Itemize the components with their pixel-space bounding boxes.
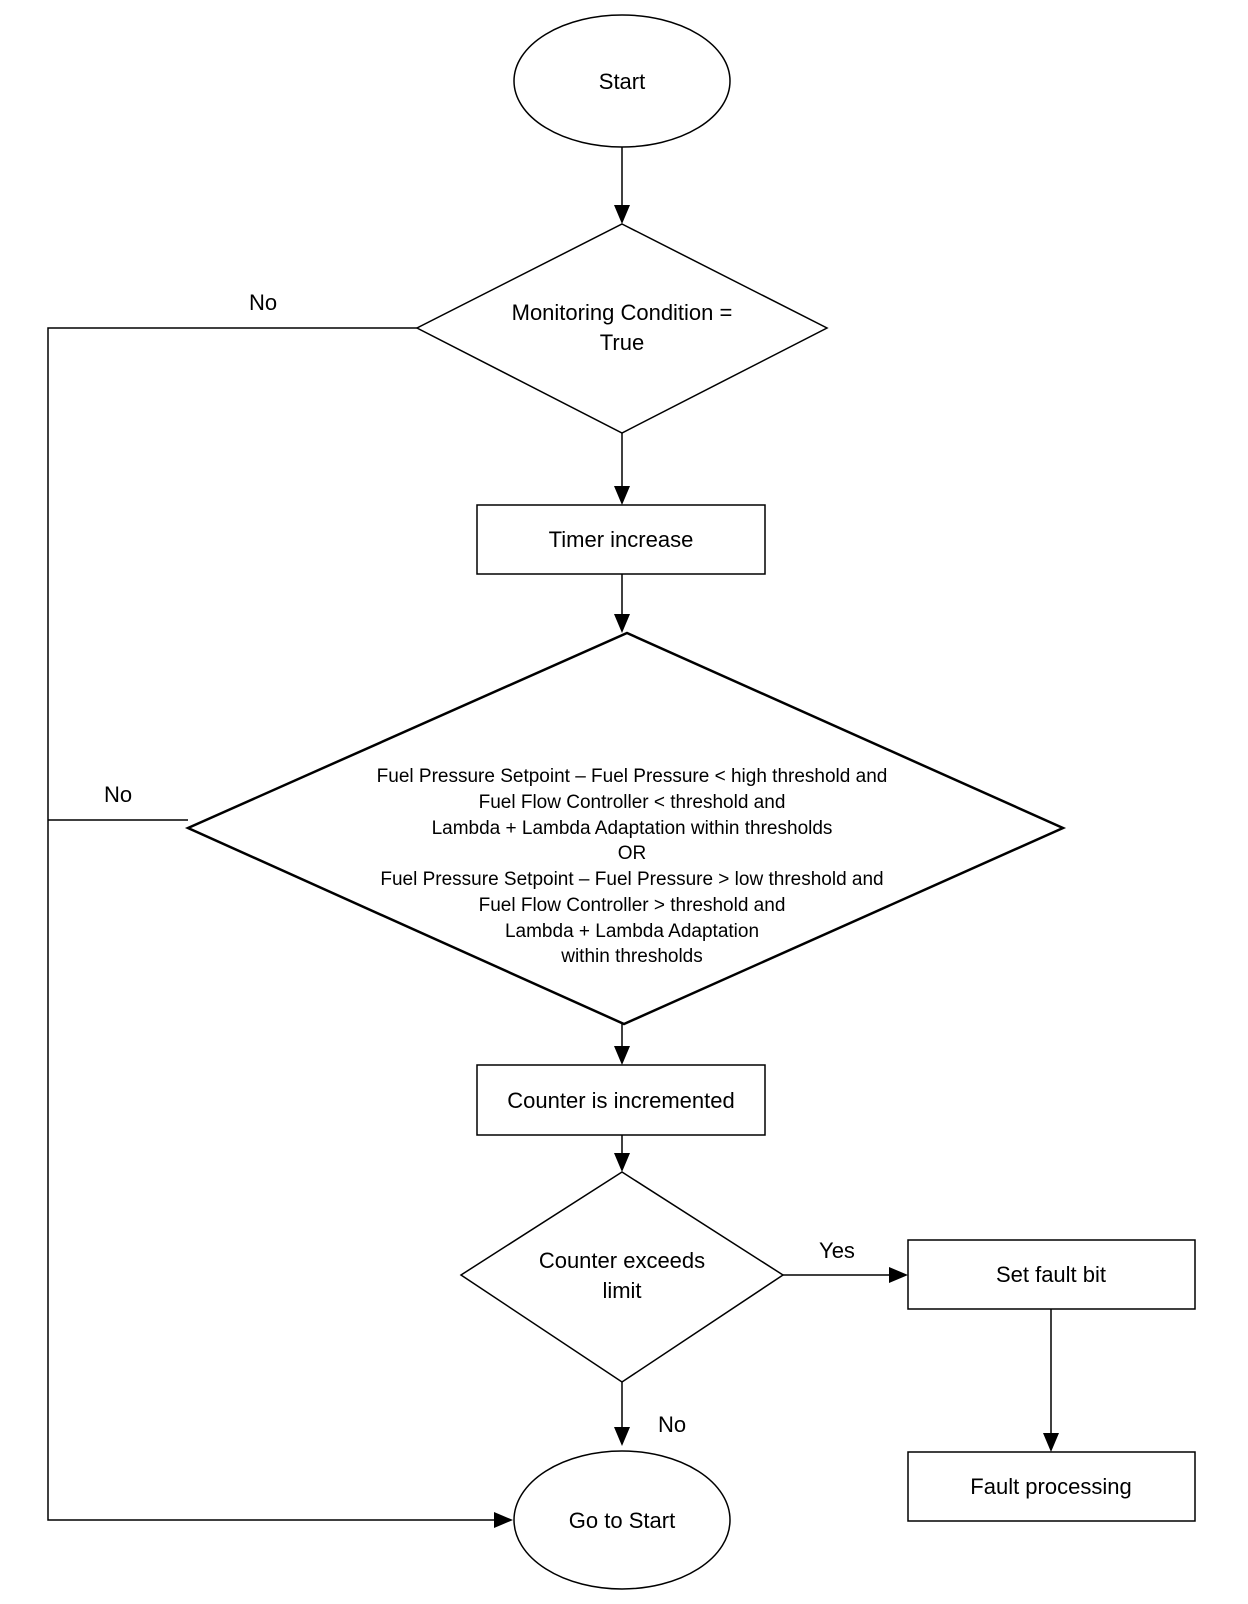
fuel-condition-line-3: Lambda + Lambda Adaptation within thresh… bbox=[432, 818, 833, 839]
counter-incremented-label: Counter is incremented bbox=[507, 1088, 734, 1113]
fuel-condition-line-6: Fuel Flow Controller > threshold and bbox=[479, 895, 786, 916]
set-fault-bit-process: Set fault bit bbox=[907, 1239, 1196, 1310]
arrowhead bbox=[889, 1267, 908, 1283]
monitoring-condition-line-1: Monitoring Condition = bbox=[512, 300, 733, 325]
fuel-condition-line-2: Fuel Flow Controller < threshold and bbox=[479, 792, 786, 813]
arrowhead bbox=[614, 486, 630, 505]
fuel-condition-decision: Fuel Pressure Setpoint – Fuel Pressure <… bbox=[184, 631, 1067, 1026]
edge-label-fuel-no: No bbox=[104, 782, 132, 807]
fuel-condition-line-7: Lambda + Lambda Adaptation bbox=[505, 921, 759, 942]
go-to-start-node: Go to Start bbox=[513, 1450, 731, 1590]
counter-exceeds-decision: Counter exceeds limit bbox=[459, 1171, 785, 1383]
arrowhead bbox=[614, 1046, 630, 1065]
edge-label-counter-yes: Yes bbox=[819, 1238, 855, 1263]
fault-processing-process: Fault processing bbox=[907, 1451, 1196, 1522]
arrowhead bbox=[1043, 1433, 1059, 1452]
edge-label-monitoring-no: No bbox=[249, 290, 277, 315]
edge-label-counter-no: No bbox=[658, 1412, 686, 1437]
timer-increase-label: Timer increase bbox=[549, 527, 694, 552]
counter-incremented-process: Counter is incremented bbox=[476, 1064, 766, 1136]
fault-processing-label: Fault processing bbox=[970, 1474, 1131, 1499]
connector-monitoring-no-loop bbox=[47, 327, 494, 1521]
fuel-condition-line-5: Fuel Pressure Setpoint – Fuel Pressure >… bbox=[380, 869, 883, 890]
start-node: Start bbox=[513, 14, 731, 148]
counter-exceeds-line-1: Counter exceeds bbox=[539, 1248, 705, 1273]
fuel-condition-line-8: within thresholds bbox=[560, 946, 703, 967]
connectors bbox=[47, 147, 1059, 1528]
monitoring-condition-decision: Monitoring Condition = True bbox=[415, 223, 829, 434]
start-label: Start bbox=[599, 69, 645, 94]
monitoring-condition-line-2: True bbox=[600, 330, 644, 355]
counter-exceeds-line-2: limit bbox=[602, 1278, 641, 1303]
go-to-start-label: Go to Start bbox=[569, 1508, 675, 1533]
fuel-condition-line-4: OR bbox=[618, 843, 647, 864]
arrowhead bbox=[614, 1427, 630, 1446]
arrowhead bbox=[614, 205, 630, 224]
set-fault-bit-label: Set fault bit bbox=[996, 1262, 1106, 1287]
timer-increase-process: Timer increase bbox=[476, 504, 766, 575]
arrowhead bbox=[614, 614, 630, 633]
arrowhead bbox=[614, 1153, 630, 1172]
fuel-condition-line-1: Fuel Pressure Setpoint – Fuel Pressure <… bbox=[377, 766, 888, 787]
arrowhead bbox=[494, 1512, 513, 1528]
